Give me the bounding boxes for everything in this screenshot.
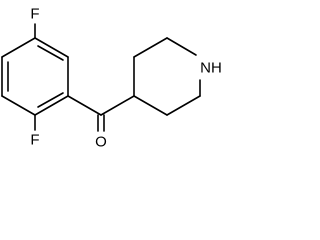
nitrogen-hydrogen-label: NH: [200, 60, 222, 77]
ring-bond: [133, 95, 168, 116]
ring-bond: [34, 37, 69, 58]
oxygen-label: O: [95, 134, 107, 151]
ring-bond: [34, 95, 69, 116]
fluorine-top-label: F: [30, 6, 39, 23]
fluorine-bottom-label: F: [30, 132, 39, 149]
ring-bond: [1, 37, 36, 58]
ring-to-carbonyl-bond: [67, 95, 102, 116]
ring-double-bond: [37, 92, 64, 108]
ring-bond: [133, 37, 168, 58]
piperidine-ring: [133, 37, 201, 116]
ring-bond: [166, 95, 201, 116]
ring-bond: [1, 95, 36, 116]
ring-bond: [166, 37, 197, 56]
chemical-structure: F F O NH: [1, 6, 222, 151]
carbonyl-to-piperidine-bond: [100, 95, 135, 116]
ring-double-bond: [37, 45, 64, 61]
benzene-ring: [1, 37, 69, 116]
